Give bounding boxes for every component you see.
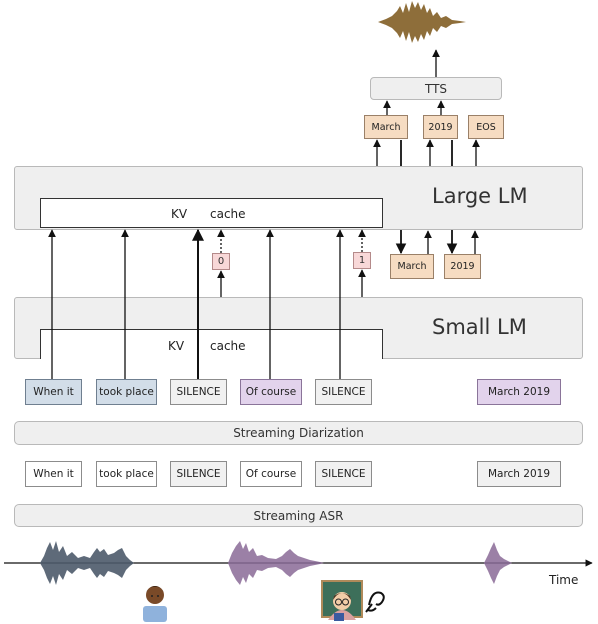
streaming-asr-bar: Streaming ASR	[14, 504, 583, 527]
tts-label: TTS	[424, 81, 448, 96]
flag-1: 1	[353, 252, 371, 269]
draft-token-march: March	[390, 254, 434, 279]
small-lm-kv-label: KV	[168, 339, 185, 353]
diarized-token-when-it: When it	[25, 379, 82, 405]
asr-token-took-place: took place	[96, 461, 157, 487]
streaming-diarization-bar: Streaming Diarization	[14, 421, 583, 445]
ear-listening-icon	[365, 591, 385, 613]
small-lm-kv-cache: KV cache	[40, 329, 383, 359]
speaker1-avatar-icon	[143, 586, 167, 622]
speaker1-waveform	[40, 541, 134, 585]
large-lm-kv-cache: KV cache	[40, 198, 383, 228]
output-token-2019: 2019	[423, 115, 458, 139]
large-lm-kv-label: KV	[171, 207, 188, 221]
streaming-asr-label: Streaming ASR	[253, 508, 344, 523]
diarized-token-of-course: Of course	[240, 379, 302, 405]
asr-token-of-course: Of course	[240, 461, 302, 487]
tts-box: TTS	[370, 77, 502, 100]
asr-token-silence-1: SILENCE	[170, 461, 227, 487]
asr-token-march-2019: March 2019	[477, 461, 561, 487]
speaker2-avatar-icon	[321, 580, 363, 621]
draft-token-2019: 2019	[444, 254, 481, 279]
diarized-token-took-place: took place	[96, 379, 157, 405]
streaming-diarization-label: Streaming Diarization	[233, 426, 364, 440]
large-lm-cache-label: cache	[210, 207, 246, 221]
large-lm-title: Large LM	[432, 184, 528, 208]
asr-token-silence-2: SILENCE	[315, 461, 372, 487]
output-token-march: March	[364, 115, 408, 139]
output-waveform	[378, 1, 466, 43]
output-token-eos: EOS	[468, 115, 504, 139]
small-lm-title: Small LM	[432, 315, 527, 339]
flag-0: 0	[212, 253, 230, 270]
speaker2-waveform	[228, 541, 512, 585]
diarized-token-march-2019: March 2019	[477, 379, 561, 405]
time-axis-label: Time	[549, 573, 579, 587]
asr-token-when-it: When it	[25, 461, 82, 487]
diarized-token-silence-2: SILENCE	[315, 379, 372, 405]
small-lm-cache-label: cache	[210, 339, 246, 353]
diarized-token-silence-1: SILENCE	[170, 379, 227, 405]
